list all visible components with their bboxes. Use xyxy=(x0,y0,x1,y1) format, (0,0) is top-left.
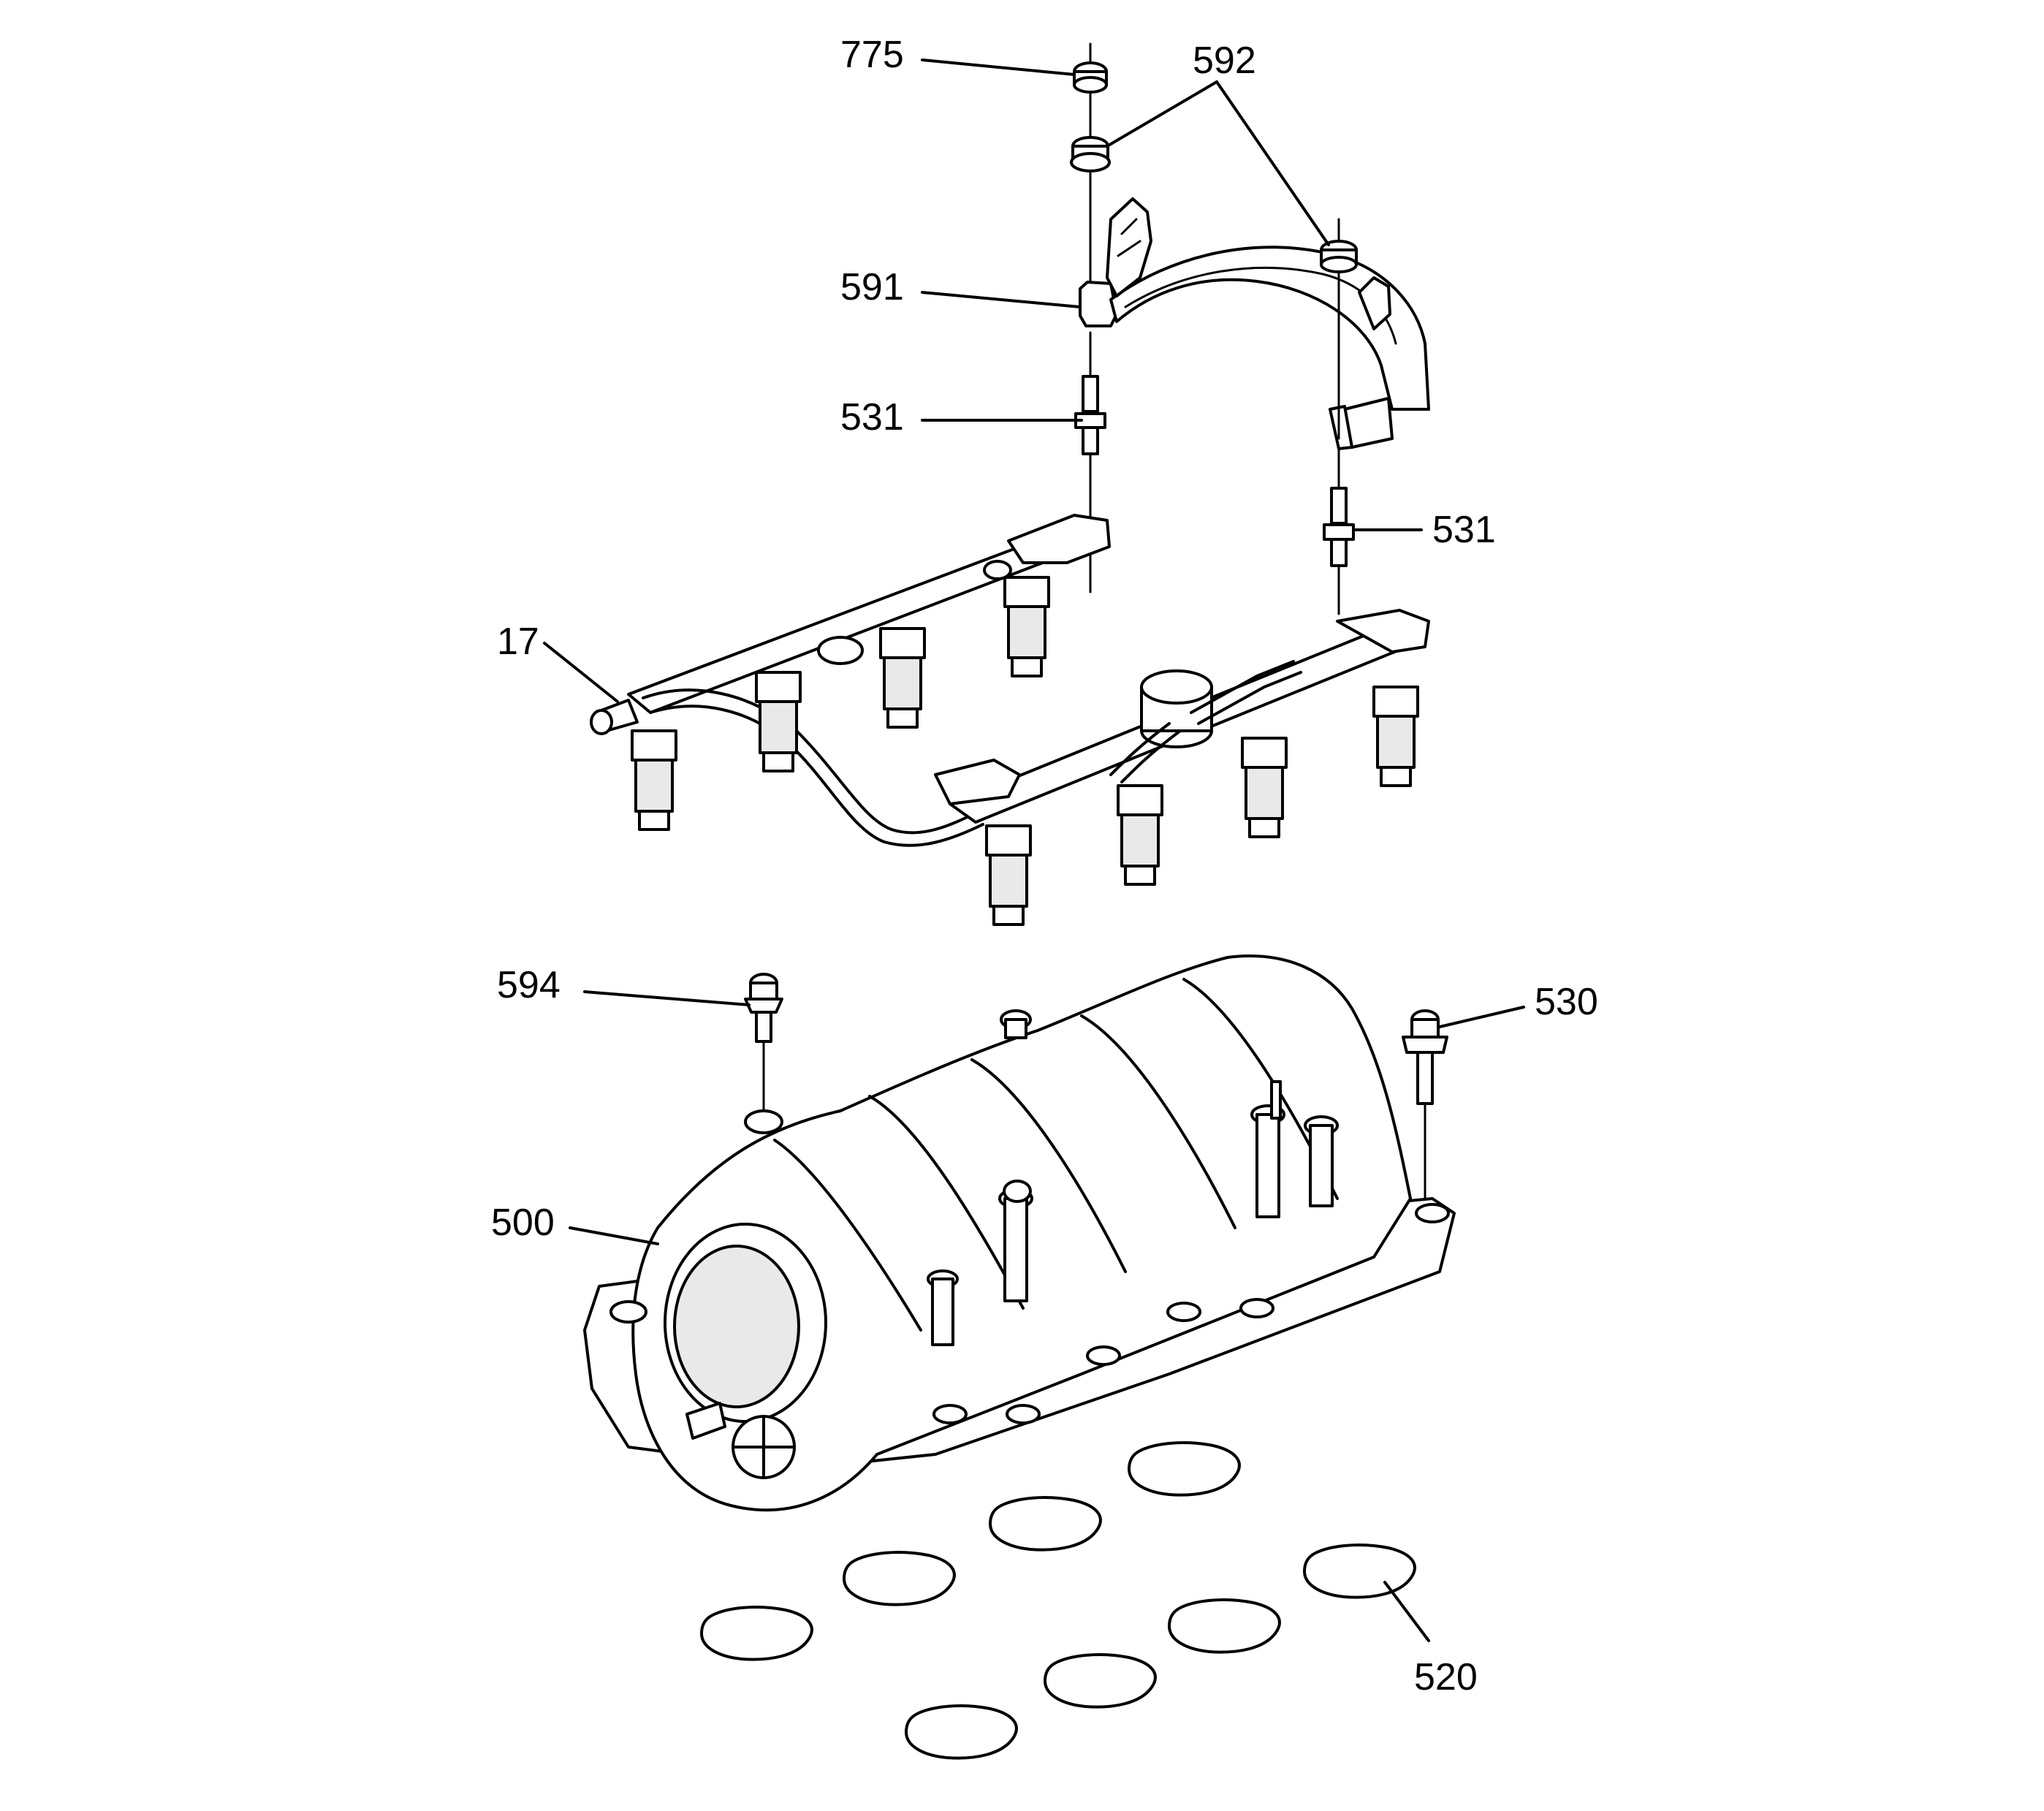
bracket-591 xyxy=(1079,197,1430,450)
callout-labels: 775 592 591 531 531 17 594 530 500 520 xyxy=(491,34,1598,1698)
ball-stud xyxy=(1003,1180,1032,1203)
right-fastener-stack xyxy=(1320,218,1358,440)
callout-17: 17 xyxy=(497,620,539,663)
nut-592-left xyxy=(1070,136,1111,172)
left-fastener-stack xyxy=(1070,42,1111,286)
gasket-6 xyxy=(1168,1598,1281,1654)
callout-520: 520 xyxy=(1414,1656,1478,1698)
gasket-4 xyxy=(700,1606,813,1661)
injector-front-1 xyxy=(985,824,1032,926)
gasket-3 xyxy=(843,1551,956,1606)
stud-531-left xyxy=(1074,331,1106,593)
bolt-594 xyxy=(744,973,783,1120)
callout-591: 591 xyxy=(840,266,904,308)
leader-591 xyxy=(921,291,1082,308)
leader-520 xyxy=(1383,1581,1430,1642)
callout-531-left: 531 xyxy=(840,396,904,438)
stud-531-right xyxy=(1323,446,1355,615)
callout-592: 592 xyxy=(1193,39,1256,82)
fuel-pressure-regulator xyxy=(1109,660,1302,783)
injector-rear-2 xyxy=(755,671,802,772)
injector-front-3 xyxy=(1241,737,1288,838)
injector-rear-1 xyxy=(631,729,677,831)
gasket-7 xyxy=(1044,1653,1157,1709)
intake-manifold-500 xyxy=(583,954,1456,1512)
leader-lines xyxy=(543,58,1525,1642)
leader-592-a xyxy=(1106,80,1218,148)
rail-mount-boss xyxy=(817,636,864,665)
leader-17 xyxy=(543,642,619,703)
leader-592-b xyxy=(1215,80,1330,246)
nut-775 xyxy=(1073,61,1108,94)
injector-rear-3 xyxy=(879,627,926,729)
injector-rear-4 xyxy=(1003,576,1050,677)
gasket-2 xyxy=(989,1496,1102,1552)
manifold-stud xyxy=(1270,1080,1282,1120)
boss-rear-left xyxy=(744,1109,783,1134)
injector-front-2 xyxy=(1117,784,1163,886)
leader-775 xyxy=(921,58,1076,76)
fuel-rail-assembly xyxy=(590,514,1430,926)
injector-front-4 xyxy=(1372,686,1419,787)
manifold-port-cap xyxy=(732,1415,796,1479)
callout-775: 775 xyxy=(840,34,904,76)
leader-594 xyxy=(583,990,751,1006)
callout-594: 594 xyxy=(497,964,561,1006)
leader-530 xyxy=(1438,1006,1525,1028)
gasket-set-520 xyxy=(700,1441,1416,1760)
callout-530: 530 xyxy=(1535,981,1598,1023)
throttle-opening xyxy=(664,1223,827,1423)
flange-hole-left xyxy=(609,1300,647,1324)
gasket-1 xyxy=(1128,1441,1241,1497)
vacuum-nipple xyxy=(685,1402,726,1440)
callout-531-right: 531 xyxy=(1432,509,1496,551)
nut-592-right xyxy=(1320,240,1358,273)
leader-500 xyxy=(569,1226,659,1245)
callout-500: 500 xyxy=(491,1201,555,1244)
gasket-8 xyxy=(905,1704,1018,1760)
gasket-5 xyxy=(1303,1544,1416,1599)
bolt-530 xyxy=(1402,1009,1448,1200)
